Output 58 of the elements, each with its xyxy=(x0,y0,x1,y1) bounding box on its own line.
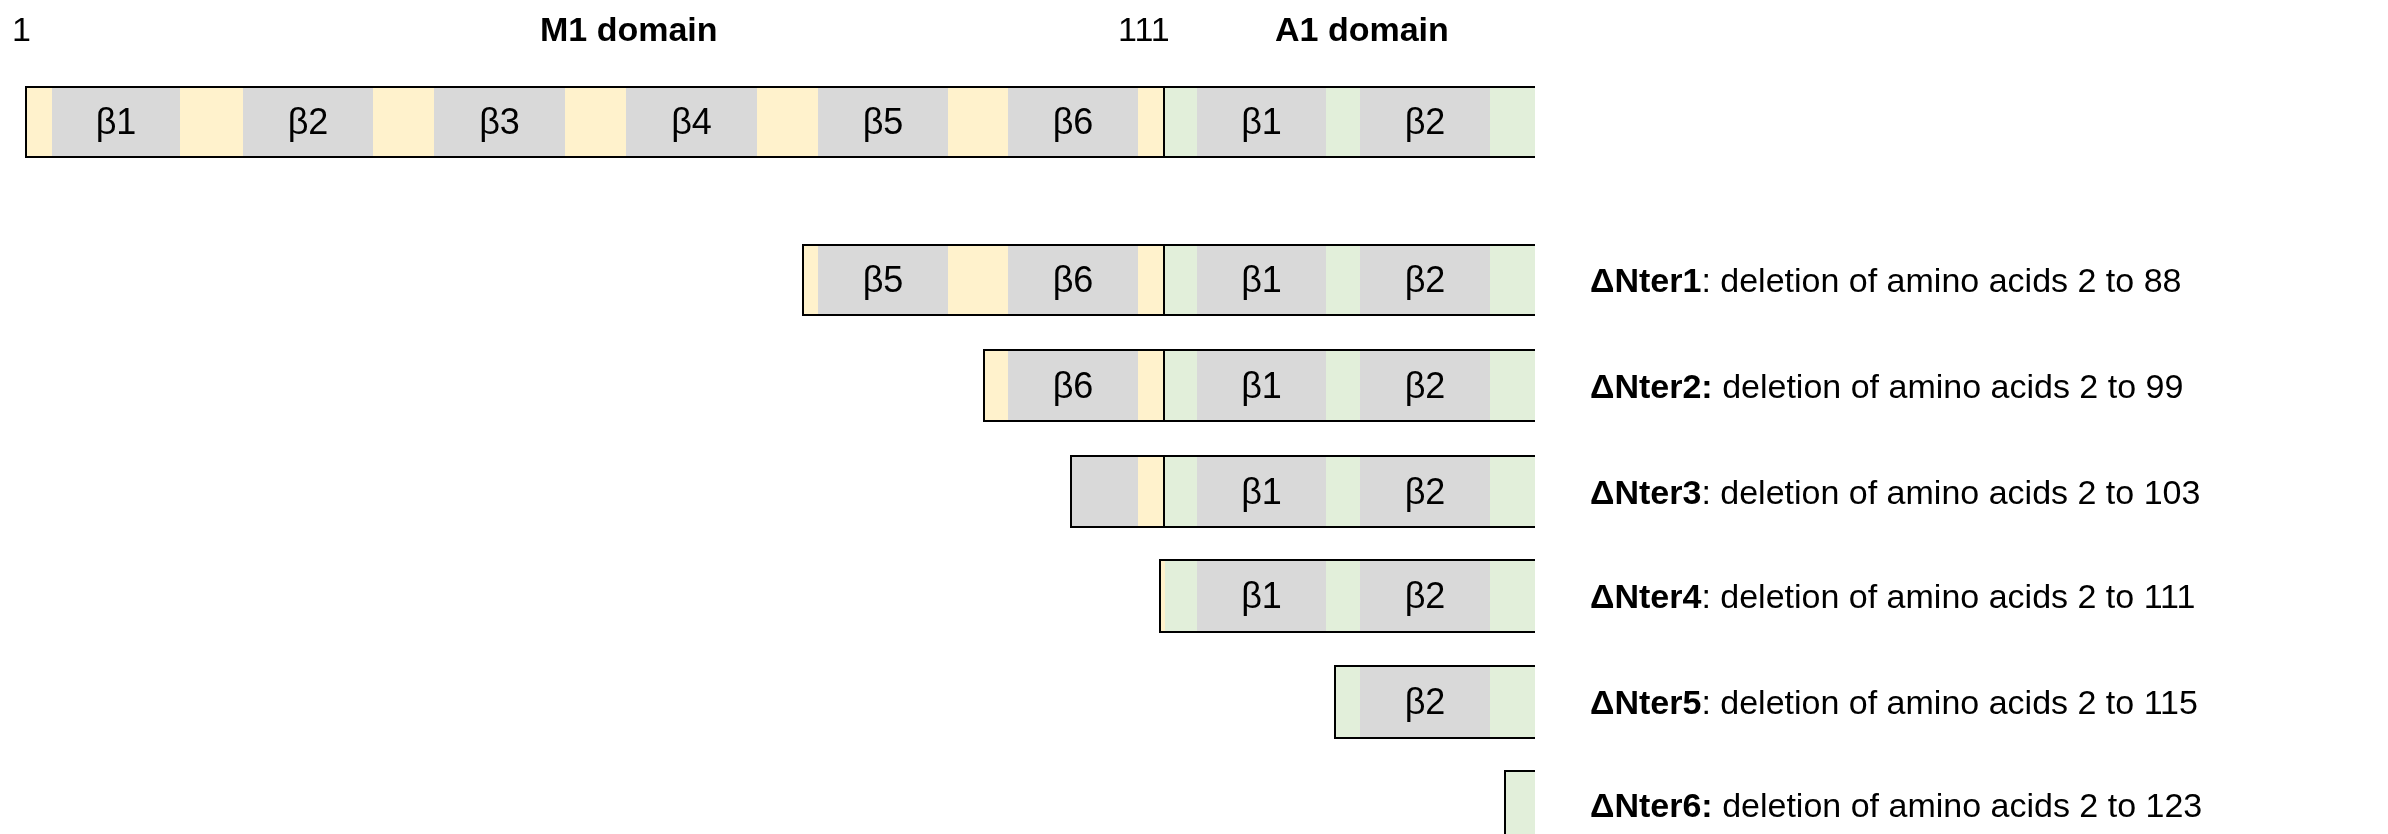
beta-strand-segment xyxy=(1360,457,1490,526)
beta-strand-segment xyxy=(1360,667,1490,737)
beta-strand-segment xyxy=(1197,457,1326,526)
protein-bar xyxy=(802,244,1535,316)
protein-bar xyxy=(1070,455,1535,528)
beta-strand-segment xyxy=(52,88,180,156)
beta-strand-segment xyxy=(243,88,373,156)
strand-label: β2 xyxy=(1404,473,1446,510)
protein-bar xyxy=(25,86,1535,158)
protein-bar xyxy=(983,349,1535,422)
beta-strand-segment xyxy=(434,88,565,156)
beta-strand-segment xyxy=(1360,88,1490,156)
beta-strand-segment xyxy=(1197,351,1326,420)
strand-label: β2 xyxy=(1404,367,1446,404)
deletion-description: ΔNter5: deletion of amino acids 2 to 115 xyxy=(1590,685,2198,719)
beta-strand-segment xyxy=(1008,351,1138,420)
beta-strand-segment xyxy=(1008,88,1138,156)
beta-strand-segment xyxy=(626,88,757,156)
deletion-description: ΔNter1: deletion of amino acids 2 to 88 xyxy=(1590,263,2182,297)
deletion-description: ΔNter3: deletion of amino acids 2 to 103 xyxy=(1590,474,2201,509)
strand-label: β6 xyxy=(1052,262,1094,298)
strand-label: β5 xyxy=(862,104,904,140)
strand-label: β1 xyxy=(1241,473,1282,510)
strand-label: β1 xyxy=(1241,104,1282,140)
residue-number: 111 xyxy=(1118,12,1170,46)
deletion-description: ΔNter6: deletion of amino acids 2 to 123 xyxy=(1590,788,2203,822)
protein-bar xyxy=(1159,559,1535,633)
strand-label: β1 xyxy=(95,104,137,140)
protein-bar xyxy=(1504,770,1535,834)
beta-strand-segment xyxy=(1072,457,1138,526)
strand-label: β2 xyxy=(1404,684,1446,720)
strand-label: β2 xyxy=(1404,262,1446,298)
beta-strand-segment xyxy=(818,88,948,156)
beta-strand-segment xyxy=(1360,351,1490,420)
deletion-description: ΔNter4: deletion of amino acids 2 to 111 xyxy=(1590,579,2196,613)
strand-label: β1 xyxy=(1241,262,1282,298)
beta-strand-segment xyxy=(1197,246,1326,314)
deletion-description: ΔNter2: deletion of amino acids 2 to 99 xyxy=(1590,368,2184,403)
strand-label: β1 xyxy=(1241,367,1282,404)
domain-label: M1 domain xyxy=(540,12,718,46)
domain-label: A1 domain xyxy=(1275,12,1449,46)
protein-bar xyxy=(1334,665,1535,739)
strand-label: β6 xyxy=(1052,104,1094,140)
strand-label: β5 xyxy=(862,262,904,298)
beta-strand-segment xyxy=(1197,88,1326,156)
beta-strand-segment xyxy=(818,246,948,314)
strand-label: β3 xyxy=(479,104,520,140)
strand-label: β2 xyxy=(1404,104,1446,140)
beta-strand-segment xyxy=(1197,561,1326,631)
beta-strand-segment xyxy=(1008,246,1138,314)
residue-number: 1 xyxy=(12,12,31,46)
beta-strand-segment xyxy=(1360,561,1490,631)
strand-label: β1 xyxy=(1241,578,1282,614)
strand-label: β2 xyxy=(287,104,329,140)
strand-label: β6 xyxy=(1052,367,1094,404)
strand-label: β2 xyxy=(1404,578,1446,614)
strand-label: β4 xyxy=(671,104,712,140)
beta-strand-segment xyxy=(1360,246,1490,314)
